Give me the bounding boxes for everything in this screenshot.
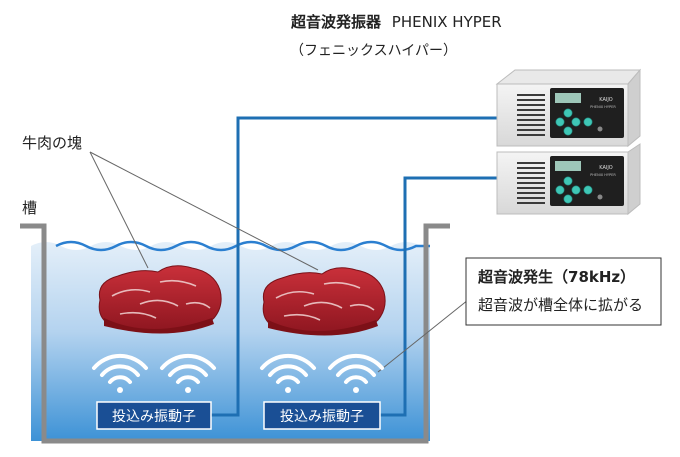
generator-unit-bottom: KAIJO PHENIX HYPER [496, 143, 641, 216]
callout-text: 超音波が槽全体に拡がる [478, 296, 643, 314]
transducer-label: 投込み振動子 [112, 409, 196, 425]
brand-text: KAIJO [599, 165, 613, 171]
tank-wall [20, 223, 450, 444]
transducer-box-right: 投込み振動子 [263, 401, 381, 430]
leader-ultrasonic [377, 291, 479, 373]
panel-model-text: PHENIX HYPER [590, 173, 616, 177]
device-title: 超音波発振器 PHENIX HYPER [290, 13, 502, 31]
leader-meat-left [89, 151, 149, 269]
leader-meat-right [89, 151, 319, 271]
water-surface-line [55, 240, 430, 252]
cable-left [211, 116, 497, 417]
beef-piece-right [262, 267, 386, 336]
device-reading: （フェニックスハイパー） [290, 43, 457, 59]
wave-emission-icon [92, 353, 148, 393]
generator-unit-top: KAIJO PHENIX HYPER [495, 68, 642, 148]
control-button-icon [555, 176, 593, 204]
transducer-box-left: 投込み振動子 [96, 401, 212, 430]
device-title-main: 超音波発振器 [290, 13, 382, 31]
control-button-icon [555, 108, 593, 136]
wave-emission-icon [260, 353, 316, 393]
callout-title: 超音波発生（78kHz） [477, 268, 635, 286]
panel-model-text: PHENIX HYPER [590, 105, 616, 109]
wave-emission-icon [328, 353, 384, 393]
wave-emission-icon [160, 353, 216, 393]
brand-text: KAIJO [599, 97, 613, 103]
callout-box [465, 257, 662, 326]
meat-label: 牛肉の塊 [22, 134, 82, 152]
tank-label: 槽 [22, 199, 37, 217]
device-model: PHENIX HYPER [392, 13, 502, 31]
beef-piece-left [98, 265, 222, 334]
cable-right [380, 176, 497, 417]
transducer-label: 投込み振動子 [280, 409, 364, 425]
